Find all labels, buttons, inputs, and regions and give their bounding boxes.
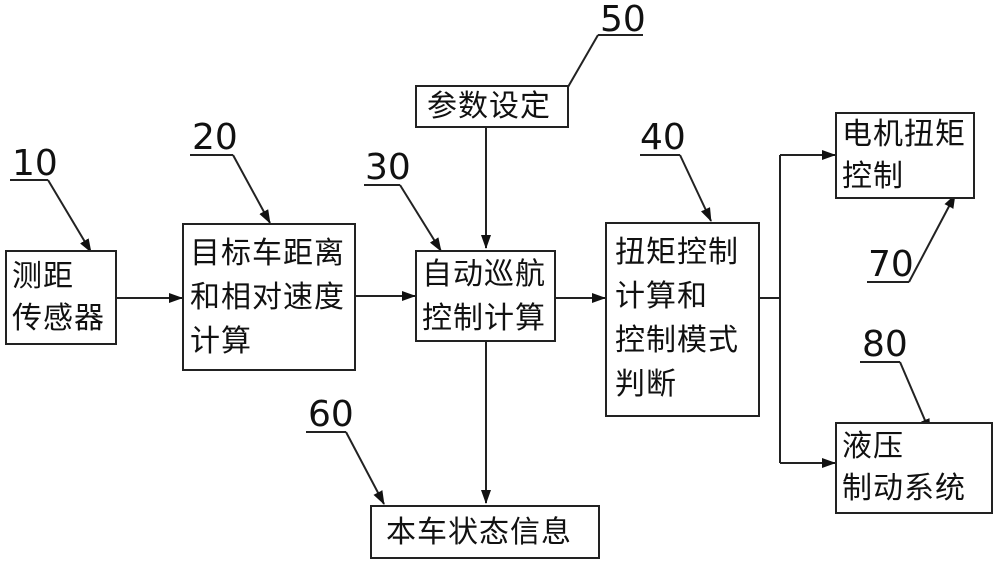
torque-line-3: 控制模式 — [615, 323, 739, 358]
motor-line-2: 控制 — [842, 159, 904, 194]
vehicle-state-label: 本车状态信息 — [386, 515, 572, 550]
parameter-setting-label: 参数设定 — [427, 89, 551, 124]
ref-number-70: 70 — [868, 244, 914, 285]
cruise-control-calc-box: 自动巡航 控制计算 — [415, 250, 556, 342]
hydraulic-line-2: 制动系统 — [842, 471, 966, 506]
torque-control-box: 扭矩控制 计算和 控制模式 判断 — [605, 222, 760, 417]
torque-line-1: 扭矩控制 — [615, 235, 739, 270]
ref-number-10: 10 — [12, 143, 58, 184]
parameter-setting-box: 参数设定 — [415, 85, 569, 128]
hydraulic-brake-box: 液压 制动系统 — [835, 422, 993, 514]
motor-line-1: 电机扭矩 — [842, 117, 966, 152]
ref-number-50: 50 — [600, 0, 646, 40]
distance-calc-line-3: 计算 — [190, 324, 252, 359]
distance-speed-calc-box: 目标车距离 和相对速度 计算 — [182, 223, 356, 371]
distance-calc-line-1: 目标车距离 — [190, 236, 345, 271]
cruise-calc-line-2: 控制计算 — [422, 301, 546, 336]
ref-number-30: 30 — [365, 147, 411, 188]
branch-line — [760, 155, 781, 299]
ranging-sensor-line-2: 传感器 — [12, 301, 105, 336]
motor-torque-control-box: 电机扭矩 控制 — [835, 112, 975, 199]
torque-line-4: 判断 — [615, 367, 677, 402]
vehicle-state-box: 本车状态信息 — [370, 505, 600, 559]
ref-number-40: 40 — [640, 117, 686, 158]
ranging-sensor-box: 测距 传感器 — [5, 250, 117, 345]
ranging-sensor-line-1: 测距 — [12, 259, 74, 294]
hydraulic-line-1: 液压 — [842, 429, 904, 464]
ref-number-20: 20 — [192, 117, 238, 158]
distance-calc-line-2: 和相对速度 — [190, 280, 345, 315]
ref-number-60: 60 — [308, 394, 354, 435]
cruise-calc-line-1: 自动巡航 — [422, 257, 546, 292]
ref-number-80: 80 — [862, 324, 908, 365]
torque-line-2: 计算和 — [615, 279, 708, 314]
